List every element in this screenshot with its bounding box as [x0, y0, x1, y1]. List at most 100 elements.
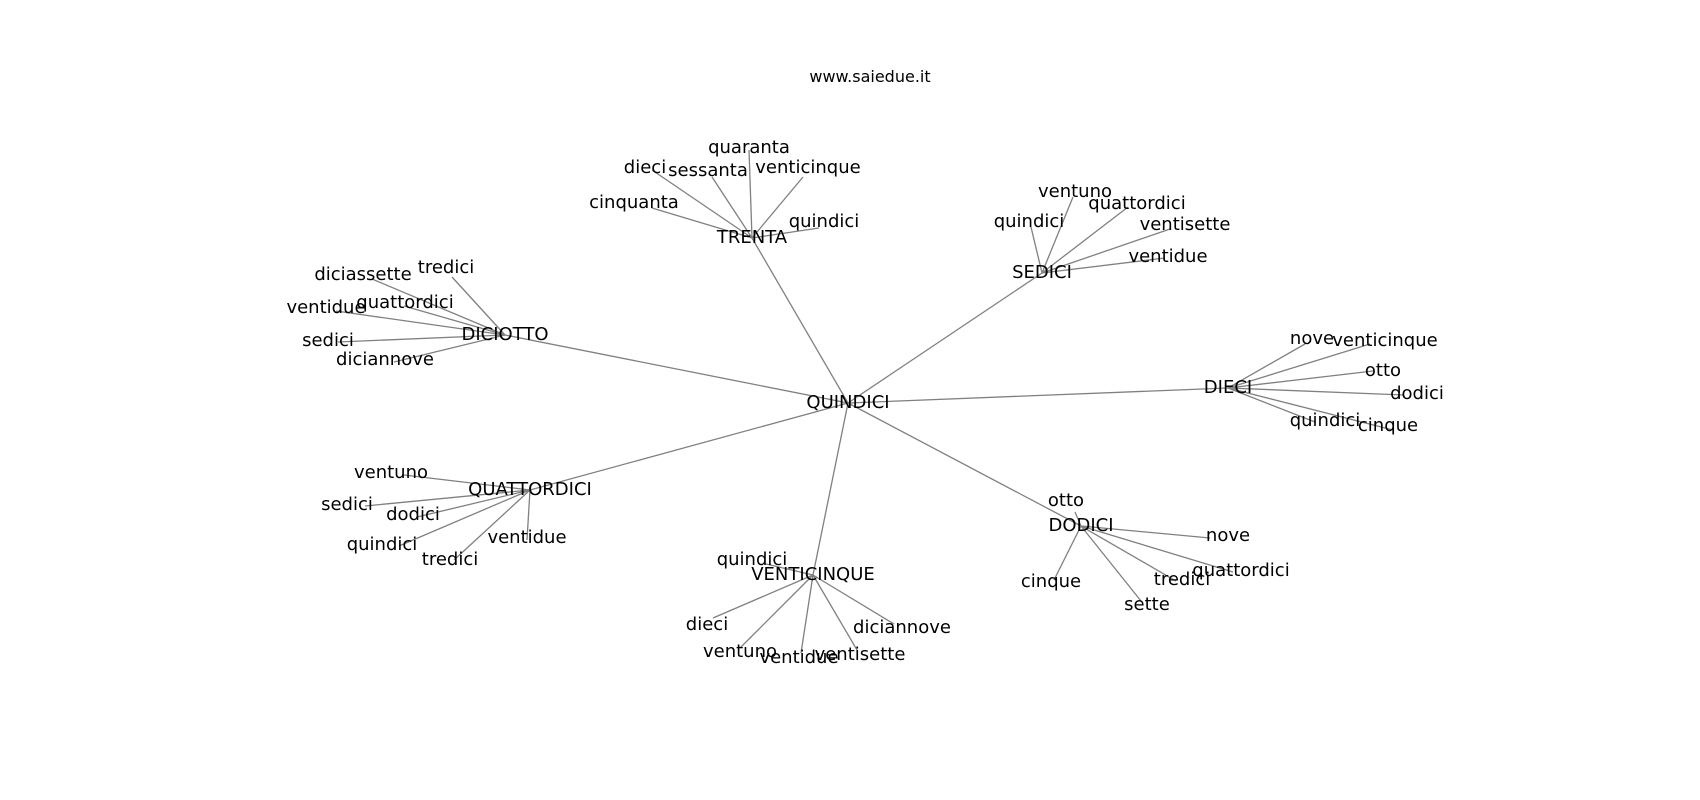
hub-node-label: SEDICI	[1012, 262, 1072, 283]
edge-diciotto-tredici	[451, 276, 506, 336]
leaf-node-label: dieci	[624, 157, 666, 178]
edge-sedici-ventidue	[1041, 257, 1166, 274]
leaf-node-label: cinque	[1021, 571, 1081, 592]
leaf-node-label: nove	[1206, 525, 1250, 546]
edge-dieci-quindici	[1227, 387, 1316, 423]
leaf-node-label: dodici	[386, 504, 440, 525]
edge-diciotto-diciassette	[371, 278, 506, 336]
leaf-node-label: quindici	[789, 211, 860, 232]
leaf-node-label: quindici	[717, 549, 788, 570]
leaf-node-label: diciannove	[336, 349, 434, 370]
leaf-node-label: tredici	[1154, 569, 1210, 590]
edge-trenta-sessanta	[711, 176, 753, 239]
edge-root-trenta	[751, 237, 849, 404]
edge-root-quattordici	[529, 402, 849, 491]
leaf-node-label: ventidue	[759, 647, 838, 668]
leaf-node-label: sedici	[302, 330, 354, 351]
leaf-node-label: cinque	[1358, 415, 1418, 436]
edge-dieci-venticinque	[1227, 343, 1371, 389]
edge-root-venticinque	[812, 402, 849, 576]
edge-root-sedici	[847, 272, 1043, 404]
leaf-node-label: ventidue	[286, 297, 365, 318]
leaf-node-label: quaranta	[708, 137, 790, 158]
leaf-node-label: venticinque	[1332, 330, 1437, 351]
leaf-node-label: cinquanta	[589, 192, 679, 213]
edge-venticinque-diciannove	[812, 574, 895, 625]
leaf-node-label: diciannove	[853, 617, 951, 638]
graph-title: www.saiedue.it	[809, 67, 930, 86]
edge-layer	[335, 149, 1405, 654]
edge-venticinque-ventisette	[812, 574, 858, 651]
edge-quattordici-tredici	[453, 489, 531, 561]
edge-diciotto-sedici	[337, 334, 506, 343]
edge-sedici-quattordici	[1041, 206, 1129, 274]
leaf-node-label: ventisette	[815, 644, 906, 665]
edge-venticinque-quindici	[765, 563, 814, 576]
edge-quattordici-ventidue	[526, 489, 531, 541]
edge-root-dodici	[847, 402, 1082, 527]
edge-dodici-sette	[1080, 525, 1142, 602]
edge-trenta-cinquanta	[651, 207, 753, 239]
edge-dieci-cinque	[1227, 387, 1394, 431]
leaf-node-label: sessanta	[668, 160, 748, 181]
edge-sedici-ventisette	[1041, 228, 1171, 274]
leaf-node-label: ventuno	[354, 462, 428, 483]
leaf-node-label: otto	[1365, 360, 1401, 381]
leaf-node-label: diciassette	[314, 264, 411, 285]
edge-sedici-quindici	[1030, 226, 1043, 274]
leaf-node-label: tredici	[418, 257, 474, 278]
edge-dodici-nove	[1080, 525, 1211, 539]
edge-quattordici-sedici	[364, 489, 531, 507]
edge-dodici-cinque	[1053, 525, 1082, 581]
leaf-node-label: dodici	[1390, 383, 1444, 404]
edge-dieci-otto	[1227, 370, 1374, 389]
edge-trenta-quindici	[751, 227, 820, 239]
leaf-node-label: sette	[1124, 594, 1170, 615]
edge-venticinque-dieci	[712, 574, 814, 619]
leaf-node-label: quattordici	[1088, 193, 1185, 214]
edge-venticinque-ventuno	[739, 574, 814, 649]
edge-quattordici-quindici	[398, 489, 531, 547]
edge-trenta-venticinque	[751, 176, 804, 239]
edge-diciotto-ventidue	[335, 310, 506, 336]
edge-diciotto-diciannove	[393, 334, 506, 363]
leaf-node-label: quattordici	[356, 292, 453, 313]
leaf-node-label: quindici	[994, 211, 1065, 232]
edge-root-diciotto	[504, 334, 849, 404]
hub-node-label: DICIOTTO	[461, 324, 548, 345]
edge-dodici-tredici	[1080, 525, 1177, 582]
hub-node-label: TRENTA	[716, 227, 788, 248]
edge-quattordici-dodici	[416, 489, 531, 518]
leaf-node-label: sedici	[321, 494, 373, 515]
hub-node-label: DIECI	[1204, 377, 1252, 398]
edge-venticinque-ventidue	[800, 574, 814, 654]
leaf-node-label: quattordici	[1192, 560, 1289, 581]
leaf-node-label: ventisette	[1140, 214, 1231, 235]
leaf-node-label: tredici	[422, 549, 478, 570]
leaf-node-label: ventuno	[703, 641, 777, 662]
edge-dieci-nove	[1227, 343, 1306, 389]
edge-dodici-otto	[1074, 511, 1082, 527]
leaf-node-label: ventidue	[487, 527, 566, 548]
edge-dieci-dodici	[1227, 387, 1405, 396]
leaf-node-label: otto	[1048, 490, 1084, 511]
edge-quattordici-ventuno	[403, 474, 531, 491]
hub-node-label: QUATTORDICI	[468, 479, 592, 500]
edge-sedici-ventuno	[1041, 196, 1074, 274]
hub-node-label: DODICI	[1048, 515, 1113, 536]
leaf-node-label: quindici	[347, 534, 418, 555]
leaf-node-label: nove	[1290, 328, 1334, 349]
edge-root-dieci	[847, 387, 1229, 404]
edge-diciotto-quattordici	[403, 305, 506, 336]
leaf-node-label: ventidue	[1128, 246, 1207, 267]
root-node-label: QUINDICI	[806, 392, 889, 413]
leaf-node-label: quindici	[1290, 410, 1361, 431]
leaf-node-label: venticinque	[755, 157, 860, 178]
hub-node-label: VENTICINQUE	[751, 564, 875, 585]
edge-trenta-quaranta	[748, 149, 753, 239]
edge-trenta-dieci	[651, 169, 753, 239]
leaf-node-label: ventuno	[1038, 181, 1112, 202]
edge-dodici-quattordici	[1080, 525, 1234, 573]
